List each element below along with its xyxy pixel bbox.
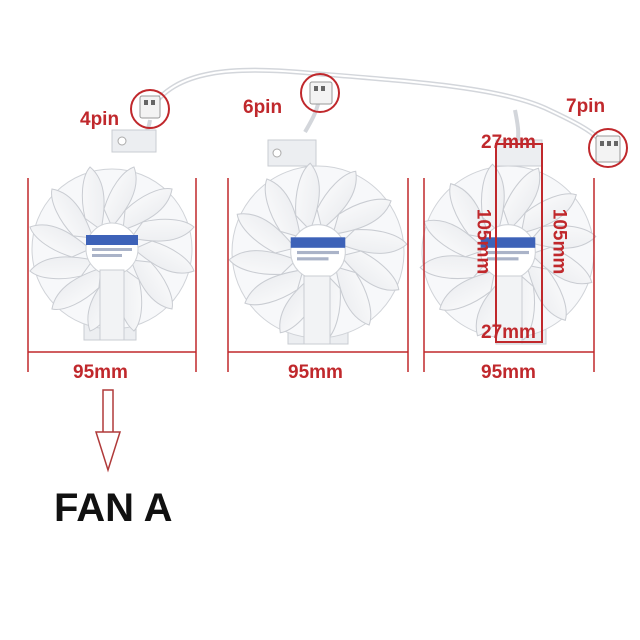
fan-c-icon [418, 139, 598, 345]
label-width-a: 95mm [73, 362, 128, 383]
fan-cable [147, 67, 602, 142]
fan-b-icon [227, 139, 409, 345]
label-hub-top: 27mm [481, 132, 536, 153]
connector-4pin-icon [139, 95, 161, 119]
label-width-b: 95mm [288, 362, 343, 383]
highlight-circle-4pin [130, 89, 170, 129]
label-height-right: 105mm [548, 208, 570, 275]
label-4pin: 4pin [80, 109, 120, 130]
highlight-circle-7pin [588, 128, 628, 168]
arrow-down-icon [94, 389, 122, 473]
dimension-lines [27, 178, 595, 372]
caption-fan-a: FAN A [54, 486, 173, 530]
connector-6pin-icon [309, 81, 333, 105]
label-7pin: 7pin [566, 96, 606, 117]
label-width-c: 95mm [481, 362, 536, 383]
label-6pin: 6pin [243, 97, 283, 118]
label-height-left: 105mm [472, 208, 494, 275]
fan-a-icon [28, 129, 196, 341]
highlight-circle-6pin [300, 73, 340, 113]
label-hub-bottom: 27mm [481, 322, 536, 343]
hub-measure-box [495, 143, 543, 343]
connector-7pin-icon [595, 135, 621, 163]
